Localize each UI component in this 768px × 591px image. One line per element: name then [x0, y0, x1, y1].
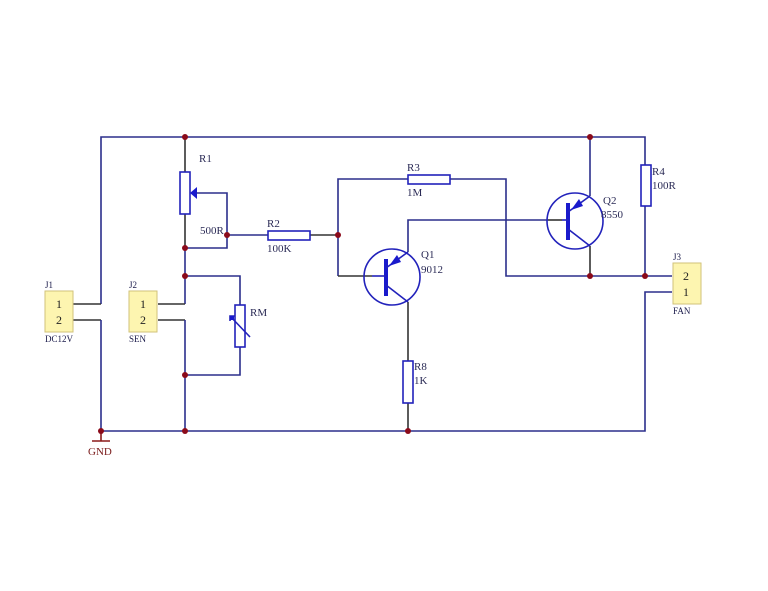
potentiometer-r1: R1 500R: [179, 153, 225, 237]
wire-rm-top: [185, 275, 241, 305]
j3-pin1: 1: [683, 285, 689, 299]
wire-rm-bottom: [185, 347, 241, 376]
j2-designator: J2: [129, 280, 137, 290]
r1-designator: R1: [199, 153, 212, 165]
junction: [182, 428, 188, 434]
junction: [182, 372, 188, 378]
r8-value: 1K: [414, 375, 428, 387]
r3-value: 1M: [407, 187, 423, 199]
q1-designator: Q1: [421, 249, 434, 261]
connector-j3: J3 2 1 FAN: [672, 252, 702, 316]
q2-value: 8550: [601, 209, 624, 221]
j3-designator: J3: [673, 252, 682, 262]
j2-pin1: 1: [140, 297, 146, 311]
junction: [182, 134, 188, 140]
junction: [642, 273, 648, 279]
connector-j2: J2 1 2 SEN: [128, 280, 158, 344]
transistor-q2: Q2 8550: [546, 192, 624, 250]
r2-designator: R2: [267, 218, 280, 230]
thermistor-rm: RM: [229, 304, 267, 348]
r4-designator: R4: [652, 166, 665, 178]
j3-value: FAN: [673, 306, 691, 316]
wire-q1-q2: [407, 219, 548, 252]
q1-emitter-arrow-icon: [389, 255, 401, 266]
ground-symbol: GND: [88, 431, 112, 458]
j2-pin2: 2: [140, 313, 146, 327]
junction: [587, 134, 593, 140]
wires: [73, 136, 672, 432]
wire-r1-wiper: [185, 192, 228, 249]
resistor-r2: R2 100K: [267, 218, 311, 255]
wire-bottom-rail: [101, 291, 672, 432]
r1-value: 500R: [200, 225, 225, 237]
q2-designator: Q2: [603, 195, 616, 207]
junction: [405, 428, 411, 434]
junction: [98, 428, 104, 434]
resistor-r4: R4 100R: [640, 164, 677, 207]
r8-designator: R8: [414, 361, 427, 373]
junction: [182, 245, 188, 251]
connector-j1: J1 1 2 DC12V: [44, 280, 74, 344]
r3-designator: R3: [407, 162, 420, 174]
wire-r3-right: [450, 178, 590, 277]
wire-top-rail: [100, 136, 646, 304]
transistor-q1: Q1 9012: [363, 248, 443, 306]
resistor-r8: R8 1K: [402, 360, 428, 404]
wire-r3-left: [337, 178, 408, 276]
j3-pin2: 2: [683, 269, 689, 283]
j1-pin2: 2: [56, 313, 62, 327]
junction: [587, 273, 593, 279]
j1-designator: J1: [45, 280, 53, 290]
resistor-r3: R3 1M: [407, 162, 451, 199]
r4-value: 100R: [652, 180, 677, 192]
gnd-label: GND: [88, 446, 112, 458]
junction: [224, 232, 230, 238]
j1-pin1: 1: [56, 297, 62, 311]
q1-value: 9012: [421, 264, 443, 276]
j2-value: SEN: [129, 334, 147, 344]
q2-emitter-arrow-icon: [571, 199, 583, 210]
j1-value: DC12V: [45, 334, 74, 344]
r2-value: 100K: [267, 243, 292, 255]
junction: [182, 273, 188, 279]
wiper-arrow-icon: [190, 187, 197, 199]
junctions: [98, 134, 648, 434]
rm-designator: RM: [250, 307, 267, 319]
junction: [335, 232, 341, 238]
